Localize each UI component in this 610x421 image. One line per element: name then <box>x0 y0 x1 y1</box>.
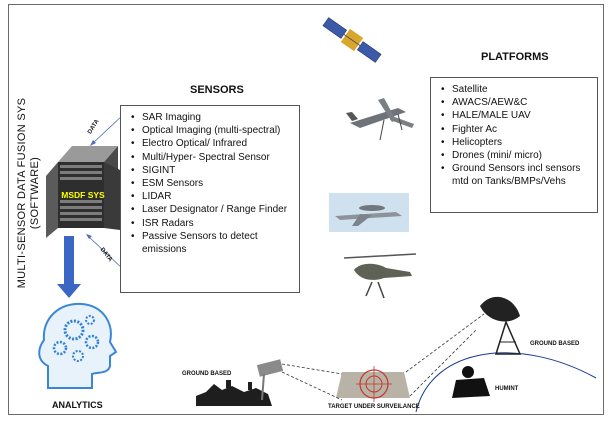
sensor-item-continued: emissions <box>142 244 187 256</box>
platforms-list-box: Satellite AWACS/AEW&C HALE/MALE UAV Figh… <box>430 77 598 213</box>
platform-item: Drones (mini/ micro) <box>441 149 593 162</box>
sensor-item: SIGINT <box>131 164 295 177</box>
server-rack-icon <box>46 146 120 238</box>
sensors-list-box: SAR Imaging Optical Imaging (multi-spect… <box>120 105 300 293</box>
uav-drone-icon <box>346 98 414 141</box>
platforms-header: PLATFORMS <box>481 51 549 63</box>
sensor-item: Passive Sensors to detect <box>131 230 295 243</box>
sensor-item: Electro Optical/ Infrared <box>131 137 295 150</box>
server-label: MSDF SYS <box>61 190 105 200</box>
platform-item: HALE/MALE UAV <box>441 109 593 122</box>
awacs-aircraft-icon <box>329 193 409 232</box>
platform-item: Fighter Ac <box>441 123 593 136</box>
target-label: TARGET UNDER SURVEILANCE <box>328 404 420 410</box>
sensors-header: SENSORS <box>190 84 244 96</box>
sensor-item: ESM Sensors <box>131 177 295 190</box>
ground-based-left-label: GROUND BASED <box>182 371 232 377</box>
satellite-icon <box>322 17 382 63</box>
analytics-arrow-icon <box>57 236 81 298</box>
data-arrow-top <box>91 113 125 145</box>
sensor-item: Multi/Hyper- Spectral Sensor <box>131 151 295 164</box>
sensing-lines <box>281 313 485 401</box>
ground-based-right-label: GROUND BASED <box>530 341 580 347</box>
humint-person-icon <box>452 366 490 398</box>
humint-label: HUMINT <box>495 386 519 392</box>
diagram-frame <box>8 4 604 415</box>
sensor-item: Laser Designator / Range Finder <box>131 203 295 216</box>
radar-dish-icon <box>480 296 522 355</box>
brain-gears-icon <box>38 302 118 389</box>
platform-item: AWACS/AEW&C <box>441 96 593 109</box>
sensor-item: SAR Imaging <box>131 111 295 124</box>
sensor-item: Optical Imaging (multi-spectral) <box>131 124 295 137</box>
platform-item-continued: mtd on Tanks/BMPs/Vehs <box>452 176 566 188</box>
analytics-label: ANALYTICS <box>52 400 103 410</box>
surveillance-camera-icon <box>256 359 284 401</box>
platform-item: Ground Sensors incl sensors <box>441 162 593 175</box>
platform-item: Satellite <box>441 83 593 96</box>
helicopter-icon <box>343 253 417 299</box>
data-arrow-bottom <box>87 235 125 271</box>
platform-item: Helicopters <box>441 136 593 149</box>
ground-troops-icon <box>196 380 272 406</box>
sensor-item: LIDAR <box>131 190 295 203</box>
sensor-item: ISR Radars <box>131 217 295 230</box>
target-crosshair-icon <box>336 366 410 402</box>
earth-horizon-arc <box>415 352 597 413</box>
